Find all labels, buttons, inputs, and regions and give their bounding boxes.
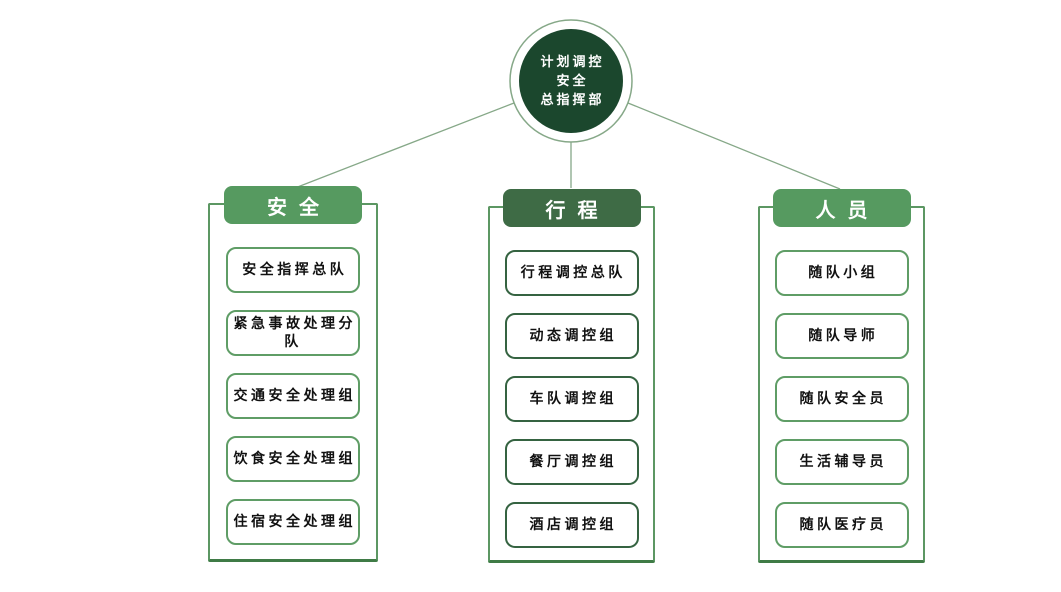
org-box-escort-medic: 随队医疗员 — [774, 502, 909, 548]
column-personnel-items: 随队小组 随队导师 随队安全员 生活辅导员 随队医疗员 — [760, 208, 923, 560]
column-header-personnel: 人员 — [772, 189, 911, 227]
org-box-emergency-incident-team: 紧急事故处理分队 — [226, 310, 360, 356]
org-box-lodging-safety-team: 住宿安全处理组 — [226, 499, 360, 545]
org-box-food-safety-team: 饮食安全处理组 — [226, 436, 360, 482]
hub-title-line-3: 总指挥部 — [540, 92, 605, 108]
org-box-escort-mentor: 随队导师 — [774, 313, 909, 359]
column-itinerary-items: 行程调控总队 动态调控组 车队调控组 餐厅调控组 酒店调控组 — [490, 208, 653, 560]
org-box-itinerary-control-team: 行程调控总队 — [504, 250, 639, 296]
connector-line-left — [294, 102, 515, 189]
org-box-escort-group: 随队小组 — [774, 250, 909, 296]
hub-circle: 计划调控 安全 总指挥部 — [519, 29, 623, 133]
org-box-fleet-control-team: 车队调控组 — [504, 376, 639, 422]
column-personnel: 人员 随队小组 随队导师 随队安全员 生活辅导员 随队医疗员 — [758, 189, 925, 563]
hub-title-line-1: 计划调控 — [540, 54, 605, 70]
org-box-hotel-control-team: 酒店调控组 — [504, 502, 639, 548]
org-box-traffic-safety-team: 交通安全处理组 — [226, 373, 360, 419]
org-box-life-counselor: 生活辅导员 — [774, 439, 909, 485]
column-header-safety: 安全 — [224, 186, 362, 224]
org-box-dynamic-control-team: 动态调控组 — [504, 313, 639, 359]
org-box-safety-command-team: 安全指挥总队 — [226, 247, 360, 293]
column-itinerary: 行程 行程调控总队 动态调控组 车队调控组 餐厅调控组 酒店调控组 — [488, 189, 655, 563]
connector-line-right — [627, 102, 841, 190]
org-box-escort-safety-officer: 随队安全员 — [774, 376, 909, 422]
column-safety-items: 安全指挥总队 紧急事故处理分队 交通安全处理组 饮食安全处理组 住宿安全处理组 — [210, 205, 376, 559]
column-safety: 安全 安全指挥总队 紧急事故处理分队 交通安全处理组 饮食安全处理组 住宿安全处… — [208, 186, 378, 562]
org-box-restaurant-control-team: 餐厅调控组 — [504, 439, 639, 485]
column-header-itinerary: 行程 — [502, 189, 641, 227]
hub-title-line-2: 安全 — [556, 73, 589, 89]
